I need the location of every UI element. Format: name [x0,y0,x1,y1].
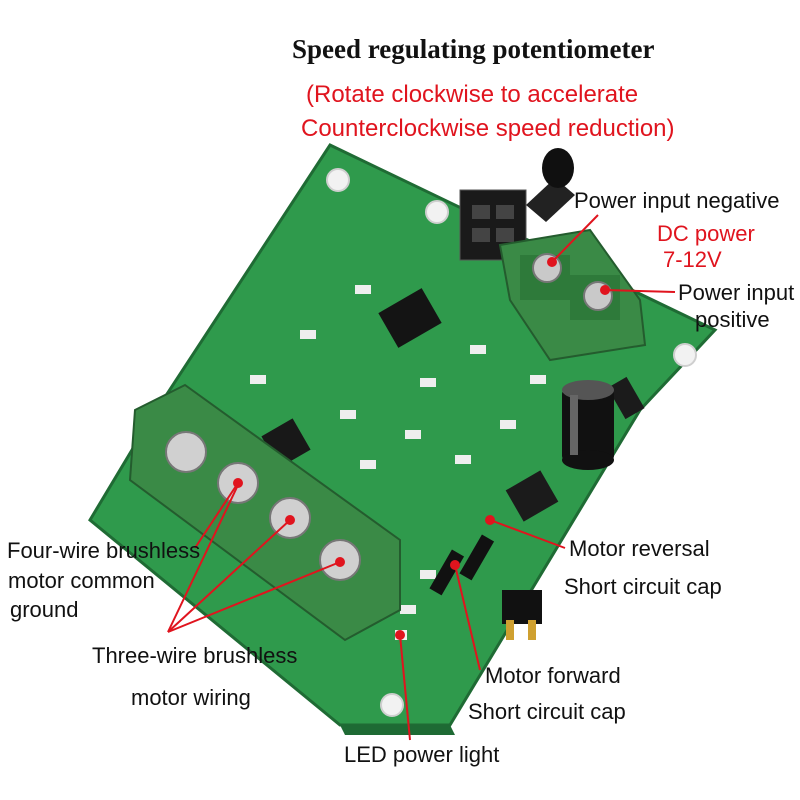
voltage-label: 7-12V [663,247,722,272]
power-input-positive-line-2: positive [695,307,770,332]
motor-forward-line-1: Motor forward [485,663,621,688]
power-input-positive-line-1: Power input [678,280,795,305]
four-wire-line-3: ground [10,597,79,622]
title: Speed regulating potentiometer [292,34,655,64]
jumper-header [429,534,542,640]
dc-power-label: DC power [657,221,755,246]
three-wire-line-1: Three-wire brushless [92,643,298,668]
subtitle-line-1: (Rotate clockwise to accelerate [306,81,639,108]
ic-chips [261,288,645,522]
electrolytic-capacitor [562,380,614,470]
led-power-light-label: LED power light [344,742,500,767]
three-wire-line-2: motor wiring [131,685,251,710]
subtitle-line-2: Counterclockwise speed reduction) [301,115,675,142]
four-wire-line-1: Four-wire brushless [7,538,201,563]
annotation-lines [167,214,676,741]
potentiometer [459,148,575,261]
four-wire-line-2: motor common [8,568,155,593]
motor-forward-line-2: Short circuit cap [468,699,626,724]
power-terminal-block [498,228,647,362]
power-input-negative-label: Power input negative [574,188,780,213]
motor-reversal-line-2: Short circuit cap [564,574,722,599]
motor-reversal-line-1: Motor reversal [569,536,710,561]
